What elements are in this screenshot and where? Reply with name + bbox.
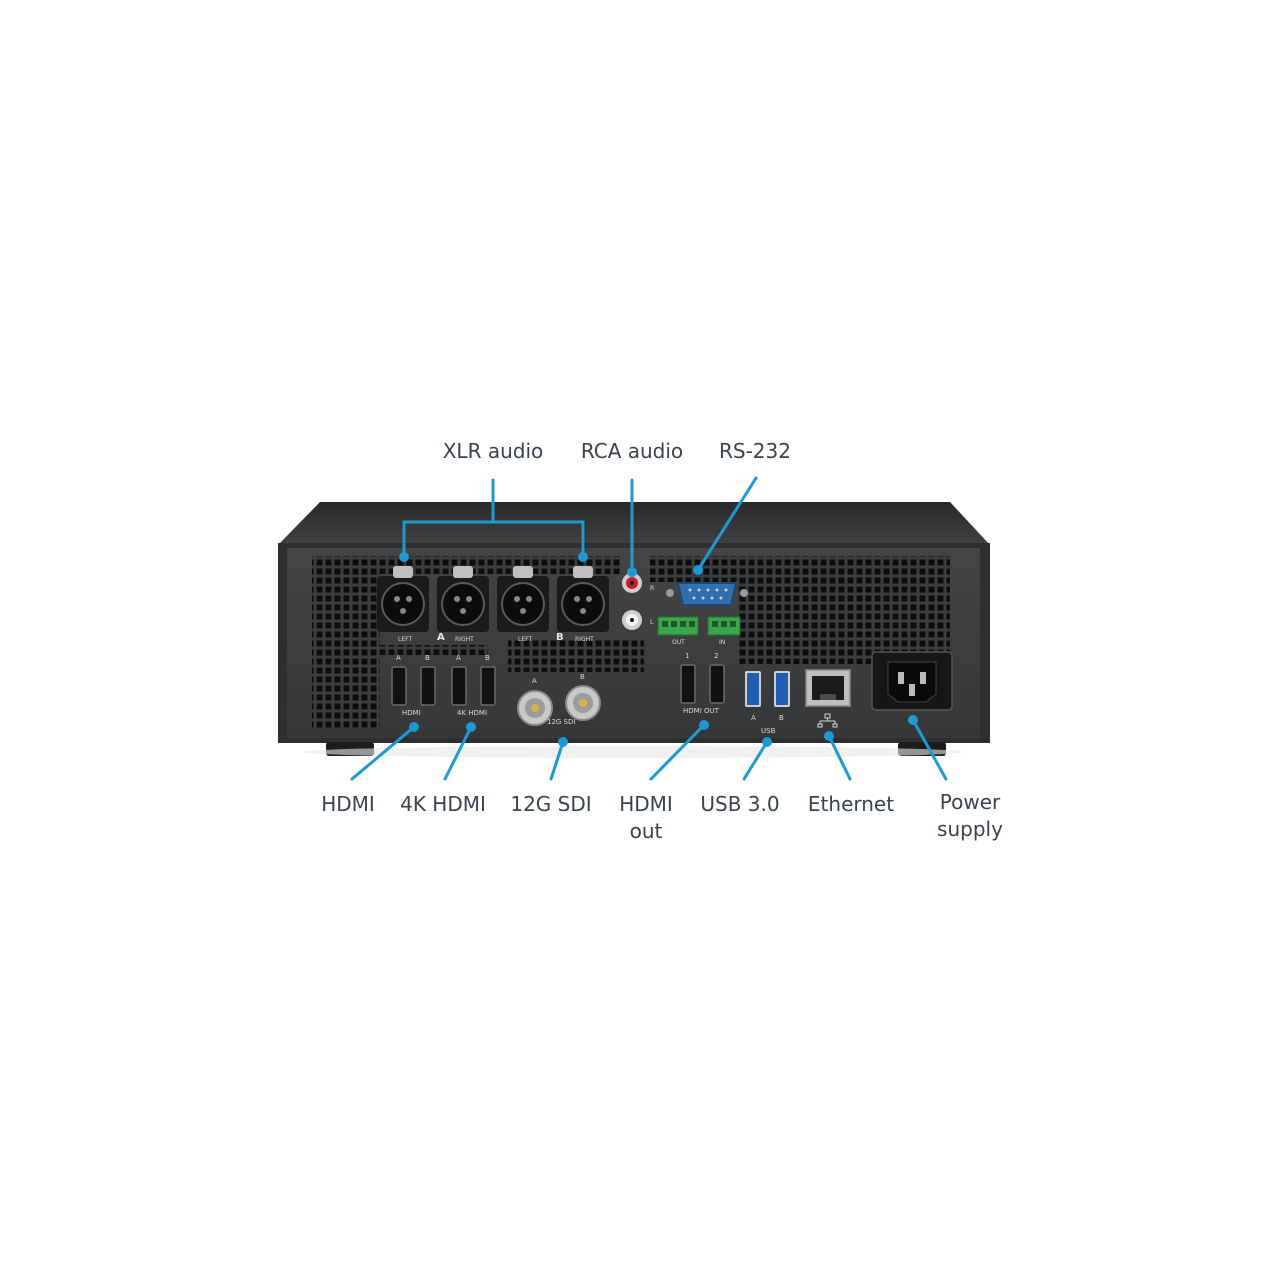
network-icon <box>817 713 838 728</box>
usb-group-label: USB <box>761 727 776 735</box>
callout-hdmi: HDMI <box>321 792 375 816</box>
vent-mid <box>508 640 644 672</box>
hdmi-port-label-b: B <box>425 654 430 662</box>
ethernet-callout-line <box>827 734 852 781</box>
usb-port-label-b: B <box>779 714 784 722</box>
xlr-label-left-b: LEFT <box>518 636 532 643</box>
xlr-label-right-a: RIGHT <box>455 636 474 643</box>
power-callout-line <box>911 718 948 781</box>
hdmi4k-port-label-a: A <box>456 654 461 662</box>
sdi-group-label: 12G SDI <box>547 718 575 726</box>
rca-jacks <box>622 573 642 630</box>
callout-hdmi-out: HDMI out <box>619 792 673 843</box>
floor-shadow <box>304 746 964 758</box>
hdmi4k-callout-line <box>443 725 473 781</box>
hdmi-group-label: HDMI <box>402 709 421 717</box>
callout-xlr-audio: XLR audio <box>442 439 544 463</box>
hdmi-callout-line <box>350 725 416 781</box>
terminal-label-in: IN <box>719 639 725 646</box>
hdmiout-port-label-2: 2 <box>714 652 718 660</box>
terminal-label-out: OUT <box>672 639 685 646</box>
terminal-block-out <box>657 616 699 636</box>
sdi-port-label-a: A <box>532 677 537 685</box>
hdmi-input-ports <box>391 666 496 706</box>
vent-right <box>738 582 950 664</box>
xlr-connectors <box>377 566 609 632</box>
hdmi4k-group-label: 4K HDMI <box>457 709 487 717</box>
xlr-connector <box>437 566 489 632</box>
usb-port-label-a: A <box>751 714 756 722</box>
xlr-connector <box>497 566 549 632</box>
vent-top-strip <box>380 556 620 574</box>
xlr-connector <box>557 566 609 632</box>
callout-12g-sdi: 12G SDI <box>510 792 592 816</box>
rca-label-l: L <box>650 619 654 626</box>
hdmi4k-port-label-b: B <box>485 654 490 662</box>
callout-rca-audio: RCA audio <box>580 439 684 463</box>
xlr-group-a: A <box>437 632 445 643</box>
usb-ports <box>745 671 790 707</box>
callout-ethernet: Ethernet <box>807 792 895 816</box>
sdi-port-label-b: B <box>580 673 585 681</box>
xlr-callout-line <box>402 478 585 559</box>
callout-usb-3: USB 3.0 <box>700 792 780 816</box>
hdmi-port-label-a: A <box>396 654 401 662</box>
sdi-callout-line <box>549 740 565 781</box>
hdmiout-callout-line <box>649 723 706 781</box>
xlr-label-left-a: LEFT <box>398 636 412 643</box>
rca-label-r: R <box>650 585 654 592</box>
vent-left <box>312 556 380 728</box>
hdmiout-group-label: HDMI OUT <box>683 707 720 715</box>
rs232-callout-line <box>696 476 758 572</box>
chassis-top <box>278 502 990 545</box>
vent-block <box>378 645 488 655</box>
xlr-group-b: B <box>556 632 564 643</box>
sdi-ports <box>517 685 601 726</box>
power-inlet <box>871 651 953 711</box>
hdmi-output-ports <box>680 664 725 704</box>
callout-power-supply: Power supply <box>937 790 1003 841</box>
hdmiout-port-label-1: 1 <box>685 652 689 660</box>
callout-4k-hdmi: 4K HDMI <box>400 792 486 816</box>
callout-lines <box>350 476 948 781</box>
terminal-block-in <box>707 616 741 636</box>
xlr-connector <box>377 566 429 632</box>
ethernet-port <box>805 669 851 707</box>
xlr-label-right-b: RIGHT <box>575 636 594 643</box>
rs232-port <box>666 582 748 606</box>
usb-callout-line <box>742 740 769 781</box>
callout-dots <box>399 552 918 747</box>
callout-rs232: RS-232 <box>719 439 791 463</box>
